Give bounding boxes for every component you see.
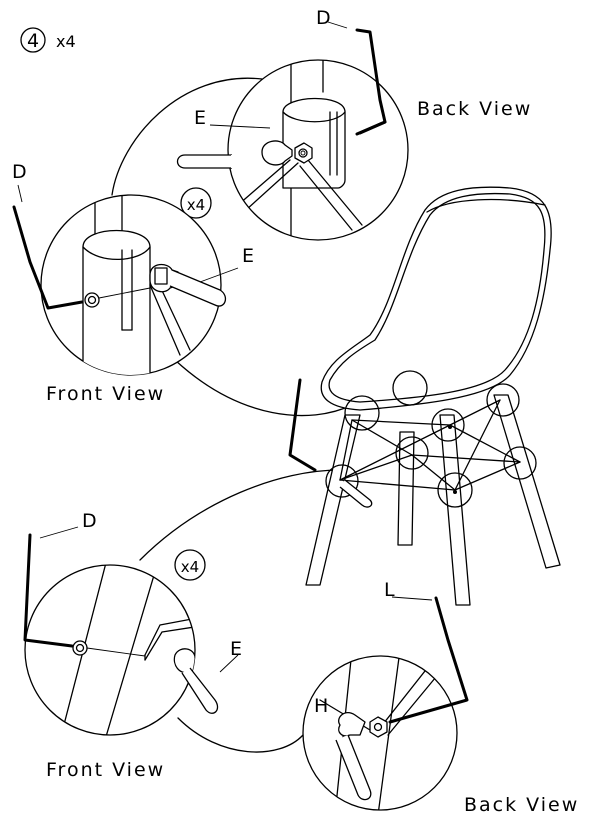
step-number-circle bbox=[20, 27, 46, 53]
label-front-view-top: Front View bbox=[46, 383, 165, 405]
label-e-bottom: E bbox=[230, 638, 244, 660]
step-multiplier: x4 bbox=[56, 32, 76, 51]
step-indicator: 4 x4 bbox=[20, 27, 76, 53]
chair-wrench bbox=[339, 479, 373, 508]
chair-leg-front-left bbox=[305, 414, 361, 586]
callout-ring-7 bbox=[325, 464, 359, 498]
callout-ring-3 bbox=[486, 383, 520, 417]
detail-circle-bottom-front bbox=[24, 564, 196, 736]
allen-key-left bbox=[12, 205, 84, 310]
label-d-top: D bbox=[316, 7, 333, 29]
label-h: H bbox=[314, 695, 330, 717]
leader-d-bottom bbox=[39, 526, 79, 539]
callout-ring-2 bbox=[431, 408, 465, 442]
leader-l bbox=[391, 596, 433, 601]
connector-arc-front-to-chair bbox=[174, 359, 353, 417]
allen-key-bottom bbox=[23, 533, 74, 648]
wrench-handle-top bbox=[176, 154, 232, 169]
badge-x4-top-text: x4 bbox=[187, 196, 205, 214]
connector-arc-bottom-front-to-chair bbox=[139, 469, 341, 561]
badge-x4-top: x4 bbox=[180, 187, 212, 219]
chair-wire-base bbox=[339, 399, 521, 491]
detail-top-front-view bbox=[12, 184, 239, 376]
badge-x4-bottom: x4 bbox=[174, 549, 206, 581]
wrench-handle-front-top bbox=[169, 269, 227, 307]
chair-illustration bbox=[288, 186, 561, 606]
label-back-view-bottom: Back View bbox=[464, 794, 579, 816]
callout-ring-4 bbox=[395, 436, 429, 470]
detail-bottom-back-view bbox=[302, 596, 469, 811]
leader-d-top bbox=[327, 21, 348, 29]
detail-top-back-view bbox=[176, 21, 409, 241]
leader-e-bottom bbox=[219, 654, 239, 673]
seat-mount-circle bbox=[392, 370, 428, 406]
callout-connectors bbox=[111, 77, 353, 753]
label-l: L bbox=[384, 579, 397, 601]
connector-arc-top-left bbox=[111, 77, 263, 196]
connector-arc-bottom-front-to-back bbox=[177, 717, 304, 753]
leader-e-top bbox=[209, 124, 271, 129]
chair-allen-key bbox=[288, 378, 317, 472]
leader-e-mid bbox=[199, 267, 239, 283]
label-e-mid: E bbox=[242, 245, 256, 267]
allen-key-top bbox=[355, 28, 387, 135]
allen-key-l bbox=[388, 596, 469, 724]
step-number: 4 bbox=[27, 30, 39, 52]
wrench-handle-bottom-back bbox=[335, 734, 372, 801]
label-d-bottom: D bbox=[82, 510, 99, 532]
wrench-handle-bottom bbox=[181, 667, 219, 714]
label-e-top: E bbox=[194, 107, 208, 129]
badge-x4-bottom-text: x4 bbox=[181, 558, 199, 576]
callout-ring-5 bbox=[503, 446, 537, 480]
leader-d-left bbox=[17, 184, 23, 203]
label-front-view-bottom: Front View bbox=[46, 759, 165, 781]
callout-ring-1 bbox=[344, 395, 380, 431]
label-back-view-top: Back View bbox=[417, 98, 532, 120]
label-d-left: D bbox=[12, 161, 29, 183]
callout-ring-6 bbox=[437, 472, 473, 508]
chair-leg-back-right bbox=[493, 394, 561, 569]
chair-leg-front-center bbox=[397, 431, 415, 546]
chair-leg-back-center bbox=[439, 414, 471, 606]
detail-bottom-front-view bbox=[23, 526, 239, 736]
